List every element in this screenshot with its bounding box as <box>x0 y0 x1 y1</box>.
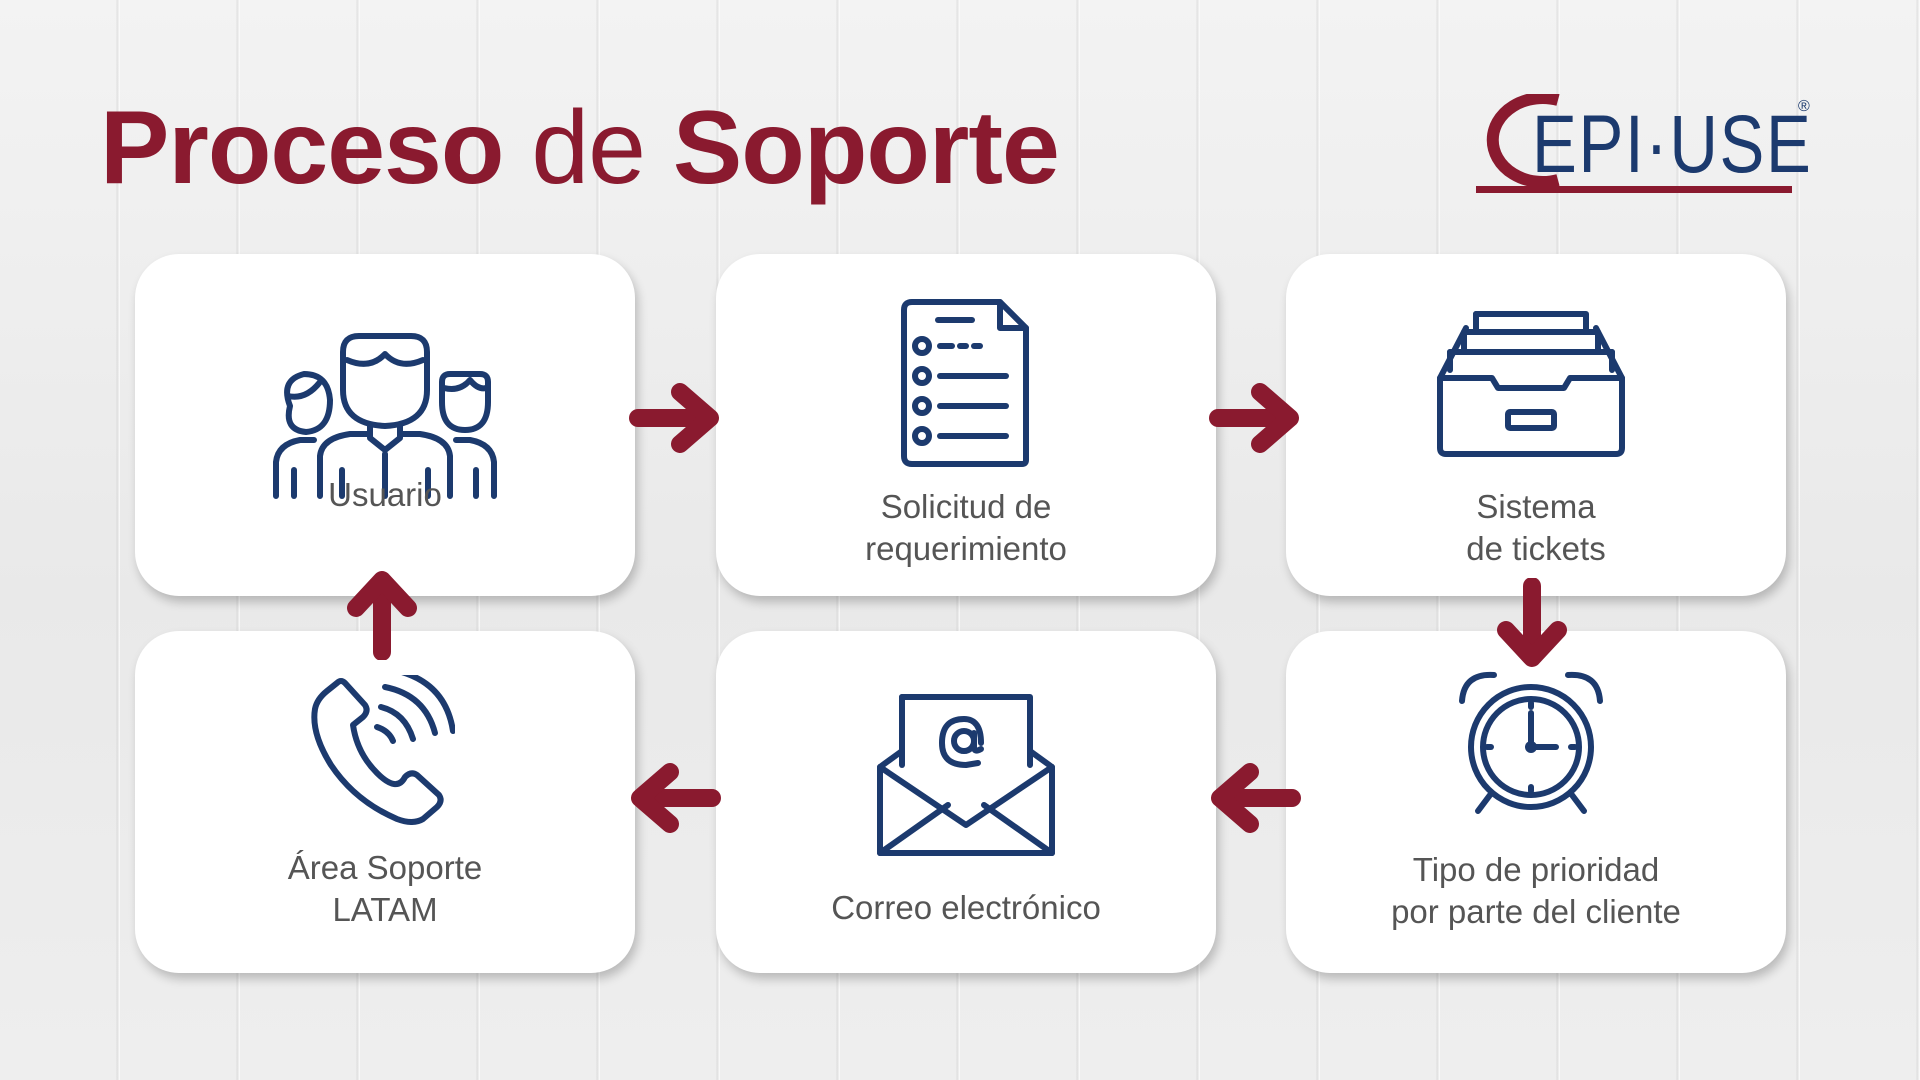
checklist-document-icon <box>901 299 1029 467</box>
step-card-tipo-prioridad: Tipo de prioridad por parte del cliente <box>1286 631 1786 973</box>
phone-call-icon <box>311 675 455 825</box>
step-label-usuario: Usuario <box>328 476 442 513</box>
alarm-clock-icon <box>1459 671 1603 814</box>
step-label-tipo-prioridad: Tipo de prioridad por parte del cliente <box>1391 851 1681 930</box>
arrow-left-icon <box>631 763 721 833</box>
page-title: Proceso de Soporte <box>100 90 1060 206</box>
epi-use-logo: EPI·USE ® <box>1470 94 1820 206</box>
logo-registered-mark: ® <box>1798 98 1810 115</box>
arrow-right-icon <box>629 383 719 453</box>
arrow-up-icon <box>347 571 417 660</box>
step-label-solicitud: Solicitud de requerimiento <box>865 488 1067 567</box>
step-label-area-soporte: Área Soporte LATAM <box>287 849 483 928</box>
step-card-solicitud: Solicitud de requerimiento <box>716 254 1216 596</box>
step-card-sistema-tickets: Sistema de tickets <box>1286 254 1786 596</box>
logo-wordmark: EPI·USE <box>1532 99 1813 190</box>
step-card-usuario: Usuario <box>135 254 635 596</box>
arrow-right-icon <box>1209 383 1299 453</box>
step-card-correo: Correo electrónico <box>716 631 1216 973</box>
file-tray-icon <box>1437 311 1625 457</box>
step-label-sistema-tickets: Sistema de tickets <box>1466 488 1606 567</box>
step-card-area-soporte: Área Soporte LATAM <box>135 631 635 973</box>
arrow-down-icon <box>1497 578 1567 667</box>
users-group-icon <box>273 333 497 499</box>
step-label-correo: Correo electrónico <box>831 889 1101 926</box>
arrow-left-icon <box>1211 763 1301 833</box>
email-envelope-icon <box>877 694 1055 856</box>
